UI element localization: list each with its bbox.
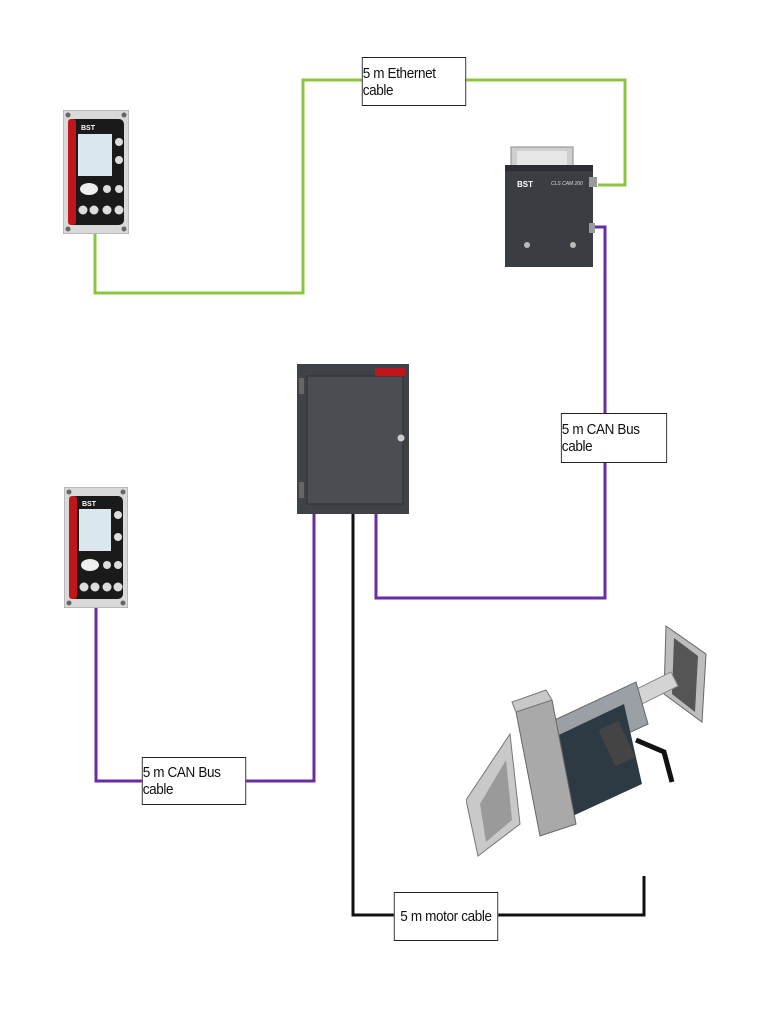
canbus-cable-label-left: 5 m CAN Bus cable [141,757,247,805]
canbus-cable-left-line [94,512,316,783]
operating-panel-bottom: BST [63,486,129,613]
ethernet-cable-label: 5 m Ethernet cable [361,57,467,106]
svg-text:BST: BST [517,180,533,189]
operating-panel-top: BST [62,109,130,239]
motor-cable-line [351,512,646,917]
canbus-cable-label-right: 5 m CAN Bus cable [560,413,668,463]
controller-cabinet [297,364,409,519]
ethernet-cable-line [93,78,627,295]
canbus-cable-right-line [374,225,607,600]
svg-text:BST: BST [81,125,96,132]
svg-text:BST: BST [82,501,97,508]
svg-text:CLS CAM 200: CLS CAM 200 [551,181,583,187]
motor-cable-label: 5 m motor cable [393,892,499,941]
linear-actuator [465,624,716,884]
camera-sensor: BST CLS CAM 200 [505,145,605,275]
